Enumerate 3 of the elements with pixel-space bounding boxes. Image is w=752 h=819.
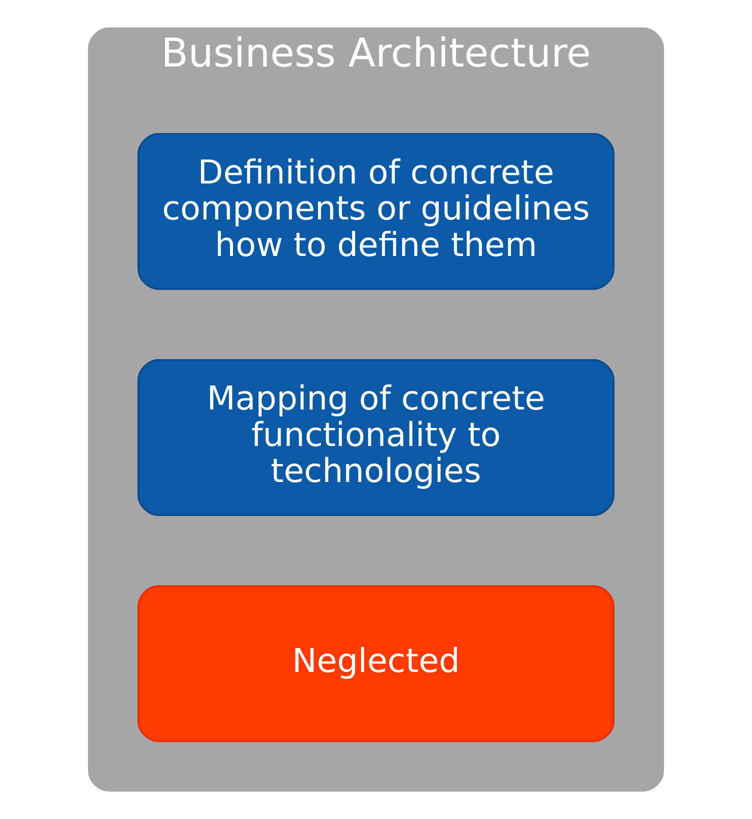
node-box: Neglected [138, 585, 614, 742]
node-box: Mapping of concrete functionality to technologies [138, 359, 614, 516]
node-box: Definition of concrete components or guidelines how to define them [138, 133, 614, 290]
